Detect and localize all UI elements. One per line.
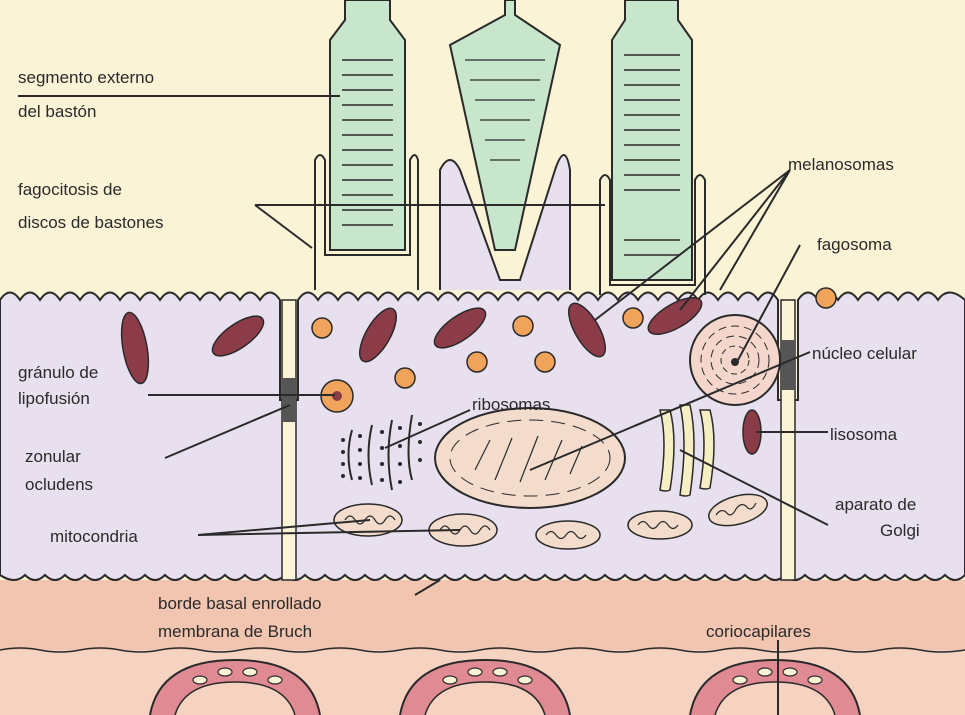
phagosome <box>690 315 780 405</box>
label-lipofuscin-1: gránulo de <box>18 363 98 382</box>
label-bruch-membrane: membrana de Bruch <box>158 622 312 641</box>
label-rod-outer-segment-1: segmento externo <box>18 68 154 87</box>
label-zonula-2: ocludens <box>25 475 93 494</box>
cell-nucleus <box>435 408 625 508</box>
label-lipofuscin-2: lipofusión <box>18 389 90 408</box>
mitochondrion <box>628 511 692 539</box>
label-lysosome: lisosoma <box>830 425 898 444</box>
label-choriocapillaris: coriocapilares <box>706 622 811 641</box>
label-golgi-1: aparato de <box>835 495 916 514</box>
label-cell-nucleus: núcleo celular <box>812 344 917 363</box>
label-golgi-2: Golgi <box>880 521 920 540</box>
rod-outer-segment-left <box>315 0 418 290</box>
choriocapillaris-vessels <box>150 660 860 715</box>
intercellular-space-left <box>282 300 296 580</box>
label-phagocytosis-1: fagocitosis de <box>18 180 122 199</box>
mitochondrion <box>536 521 600 549</box>
zonula-occludens-junction-left <box>282 378 296 422</box>
label-phagosome: fagosoma <box>817 235 892 254</box>
label-zonula-1: zonular <box>25 447 81 466</box>
label-rod-outer-segment-2: del bastón <box>18 102 96 121</box>
golgi-apparatus <box>660 405 714 496</box>
label-mitochondria: mitocondria <box>50 527 138 546</box>
label-phagocytosis-2: discos de bastones <box>18 213 164 232</box>
zonula-occludens-junction-right <box>781 340 795 390</box>
label-ribosomes: ribosomas <box>472 395 550 414</box>
label-melanosomes: melanosomas <box>788 155 894 174</box>
label-basal-border: borde basal enrollado <box>158 594 322 613</box>
rod-outer-segment-right <box>600 0 705 295</box>
